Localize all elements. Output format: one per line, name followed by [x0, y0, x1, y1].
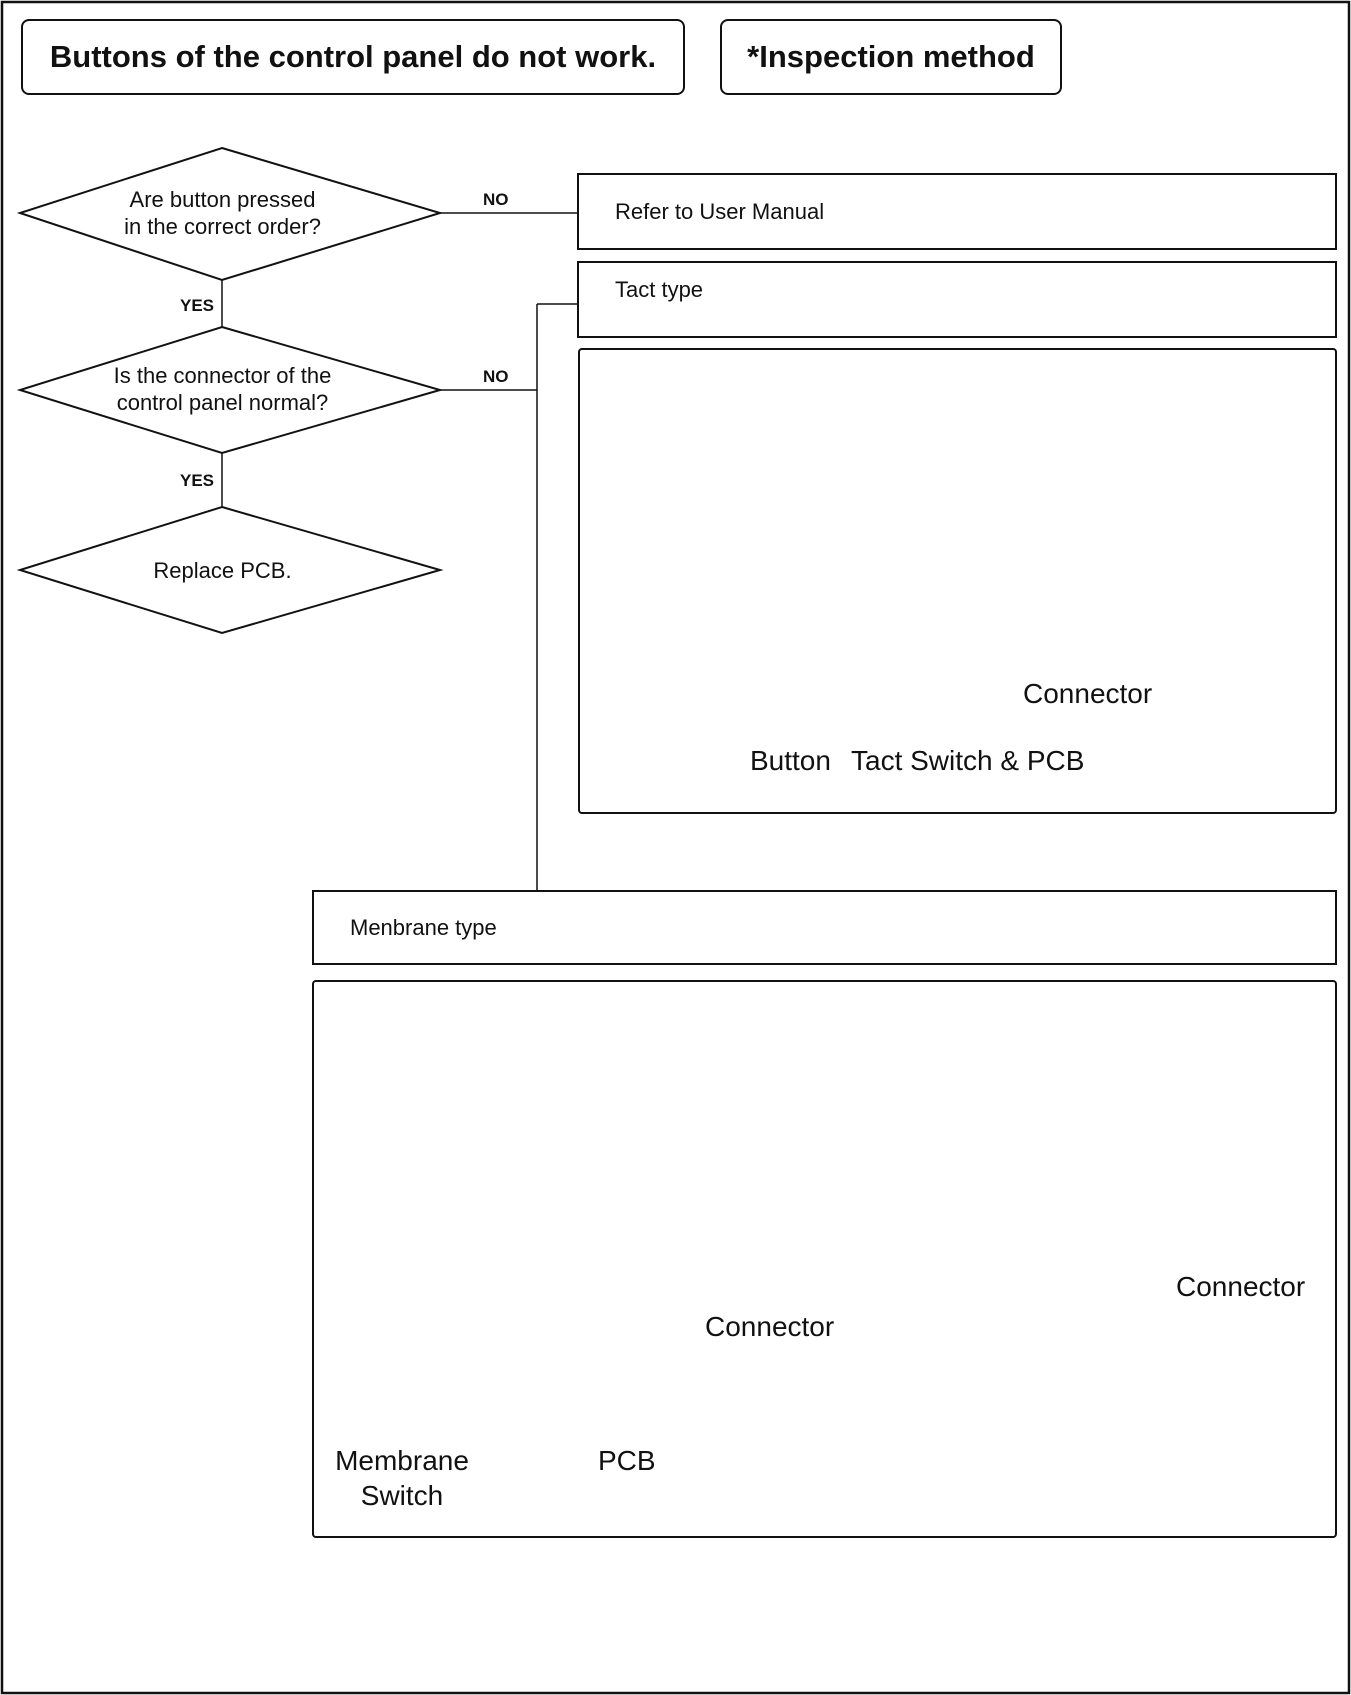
membrane-switch-line-1: Membrane: [335, 1445, 469, 1476]
membrane-type-box: Menbrane type: [312, 890, 1337, 965]
button-label: Button: [750, 745, 831, 776]
decision-2-line-2: control panel normal?: [116, 390, 329, 415]
decision-1-text: Are button pressed in the correct order?: [90, 186, 355, 240]
inspection-method-title: *Inspection method: [720, 19, 1062, 95]
no-label-2: NO: [483, 367, 509, 386]
tact-type-text: Tact type: [615, 276, 704, 302]
yes-label-1: YES: [180, 296, 215, 315]
decision-2-line-1: Is the connector of the: [113, 363, 332, 388]
membrane-pcb-label: PCB: [598, 1445, 656, 1476]
decision-1-line-2: in the correct order?: [124, 214, 321, 239]
membrane-switch-label: Membrane Switch: [320, 1443, 484, 1513]
membrane-switch-line-2: Switch: [360, 1480, 444, 1511]
tact-connector-label: Connector: [1023, 678, 1153, 709]
yes-label-2: YES: [180, 471, 215, 490]
final-diamond: [16, 505, 444, 635]
tact-type-box: Tact type: [577, 261, 1337, 338]
refer-user-manual-text: Refer to User Manual: [615, 198, 825, 224]
page-title: Buttons of the control panel do not work…: [21, 19, 685, 95]
no-label-1: NO: [483, 190, 509, 209]
refer-user-manual-box: Refer to User Manual: [577, 173, 1337, 250]
membrane-connector-label-right: Connector: [1176, 1271, 1306, 1302]
membrane-connector-label-left: Connector: [705, 1311, 835, 1342]
membrane-type-text: Menbrane type: [350, 914, 497, 940]
final-action-text: Replace PCB.: [153, 558, 292, 583]
membrane-illustration-panel: [312, 980, 1337, 1538]
decision-2-text: Is the connector of the control panel no…: [90, 362, 355, 416]
tact-switch-pcb-label: Tact Switch & PCB: [851, 745, 1085, 776]
tact-illustration-panel: [578, 348, 1337, 814]
decision-1-line-1: Are button pressed: [129, 187, 316, 212]
